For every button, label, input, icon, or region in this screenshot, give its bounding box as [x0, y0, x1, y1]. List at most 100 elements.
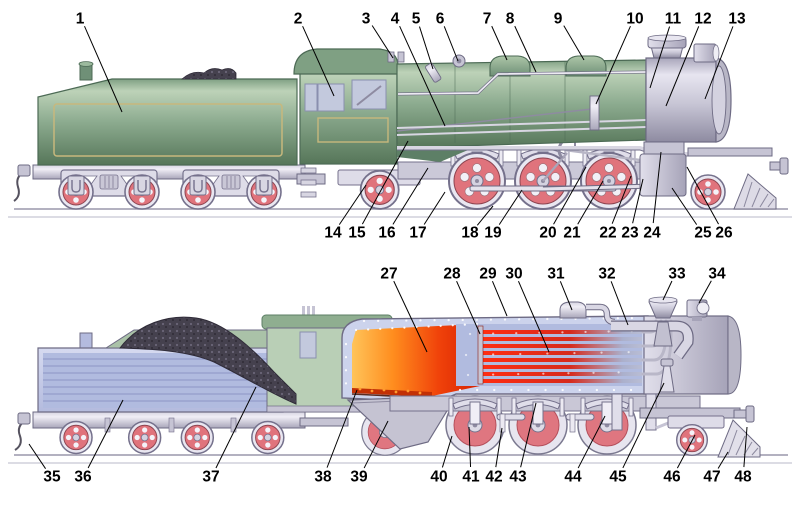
cab-roof [293, 48, 399, 75]
callout-line-12 [665, 26, 700, 107]
ember-dots [358, 387, 422, 395]
turret-valve [589, 95, 600, 131]
callout-line-7 [491, 25, 508, 61]
callout-number-15: 15 [348, 225, 366, 242]
callout-line-16 [392, 167, 429, 225]
callout-line-28 [456, 280, 481, 335]
running-gear [337, 135, 659, 210]
headlight-lens-cut [696, 301, 710, 315]
callout-number-1: 1 [76, 11, 85, 28]
callout-number-18: 18 [461, 225, 479, 242]
main-rod [542, 184, 653, 191]
callout-line-20 [553, 166, 587, 225]
pilot-wheel [690, 174, 726, 210]
callout-number-39: 39 [350, 469, 368, 486]
callout-line-29 [491, 281, 508, 317]
tender-wheel-cut [59, 420, 93, 455]
callout-line-48 [743, 426, 748, 468]
callout-number-4: 4 [391, 11, 400, 28]
cab-steps [300, 191, 317, 198]
callout-line-27 [393, 280, 428, 353]
coal-pile [119, 316, 297, 405]
dry-pipe [586, 304, 616, 325]
callout-number-14: 14 [324, 225, 342, 242]
valve-chest [643, 141, 685, 155]
callout-number-34: 34 [708, 266, 726, 283]
callout-line-3 [371, 25, 394, 59]
callout-line-45 [622, 382, 665, 469]
cab [293, 48, 399, 198]
front-coupler [779, 157, 789, 175]
callout-line-11 [649, 26, 671, 89]
callout-number-47: 47 [703, 469, 720, 486]
callout-line-23 [632, 178, 644, 224]
callout-line-5 [419, 26, 434, 70]
callout-number-27: 27 [380, 266, 397, 283]
callout-number-31: 31 [547, 266, 565, 283]
callout-number-8: 8 [506, 11, 515, 28]
callout-line-4 [399, 25, 446, 127]
callout-number-13: 13 [728, 11, 746, 28]
callout-number-22: 22 [599, 225, 616, 242]
callout-line-21 [577, 180, 604, 225]
main-steam-pipe [611, 321, 693, 359]
safety-valve [397, 51, 405, 63]
cab-rear-window [304, 83, 318, 112]
callout-number-24: 24 [643, 225, 661, 242]
tender-coal-top [180, 68, 237, 80]
callout-line-13 [704, 26, 734, 100]
smokebox-door [711, 65, 727, 135]
callout-number-26: 26 [715, 225, 733, 242]
rear-coupler [17, 164, 31, 177]
callout-line-46 [676, 434, 696, 469]
callout-line-37 [215, 386, 257, 469]
callout-number-42: 42 [485, 469, 502, 486]
callout-number-33: 33 [668, 266, 686, 283]
callout-number-23: 23 [621, 225, 639, 242]
roof-vent [312, 306, 315, 317]
callout-line-15 [361, 140, 409, 225]
callout-line-36 [87, 399, 124, 469]
safety-valve [387, 51, 395, 63]
callout-line-25 [671, 187, 698, 225]
blast-nozzle [660, 358, 674, 367]
callout-line-31 [559, 281, 573, 311]
boiler [387, 51, 714, 162]
cab-body [299, 59, 398, 165]
callout-line-14 [338, 184, 367, 225]
callout-line-6 [443, 26, 459, 62]
callout-line-18 [476, 205, 494, 226]
callout-line-10 [595, 25, 631, 105]
front-coupler-cut [745, 405, 755, 423]
callout-number-28: 28 [443, 266, 461, 283]
callout-line-44 [577, 415, 606, 469]
trailing-wheel [359, 169, 400, 210]
callout-line-32 [610, 281, 629, 326]
callout-line-24 [652, 151, 662, 224]
whistle [425, 62, 442, 83]
callout-number-37: 37 [202, 469, 219, 486]
cab-window-cut [299, 331, 317, 359]
smokebox-front-cut [727, 315, 742, 395]
tube-sheet [477, 325, 484, 385]
callout-number-45: 45 [609, 469, 627, 486]
callout-line-22 [611, 175, 632, 224]
callout-number-9: 9 [554, 11, 563, 28]
sand-dome [565, 55, 607, 77]
callout-number-32: 32 [598, 266, 615, 283]
callout-number-12: 12 [694, 11, 711, 28]
steam-dome [489, 55, 531, 77]
callout-line-26 [686, 166, 719, 225]
callout-line-33 [662, 280, 673, 301]
callout-number-19: 19 [484, 225, 502, 242]
callout-number-11: 11 [665, 11, 682, 28]
callout-line-35 [28, 443, 46, 469]
tender-lining [53, 103, 283, 157]
tender-tank [37, 78, 298, 166]
callout-number-35: 35 [43, 469, 61, 486]
callout-line-17 [423, 191, 446, 225]
callout-number-20: 20 [539, 225, 556, 242]
